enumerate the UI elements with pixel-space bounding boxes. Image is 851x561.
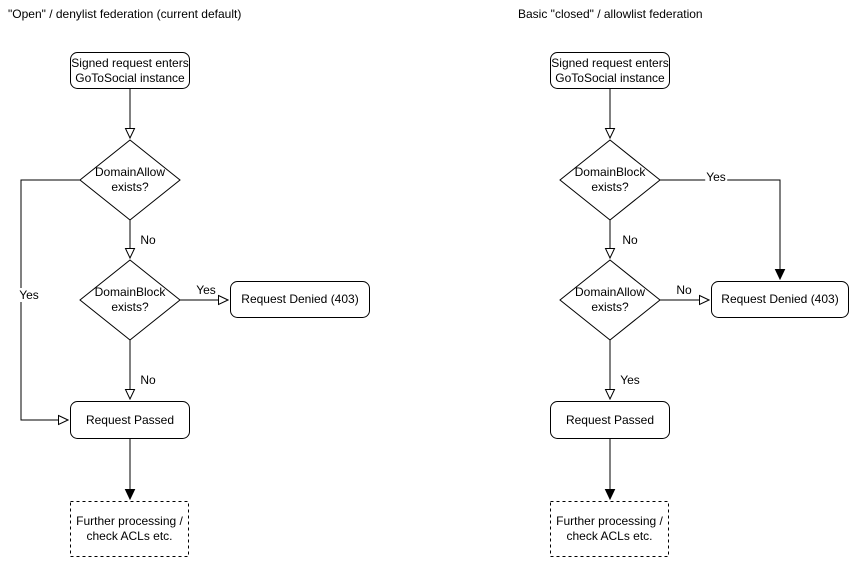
left-domainallow-diamond [79, 139, 181, 221]
right-denied-box [711, 281, 849, 318]
right-domainblock-diamond [559, 139, 661, 221]
right-further-box [550, 501, 669, 557]
left-arrow-domainallow-yes [20, 179, 80, 420]
left-domainblock-diamond [79, 259, 181, 341]
left-start-box [70, 52, 190, 89]
left-passed-box [70, 401, 190, 439]
right-start-box [550, 52, 670, 89]
right-domainallow-diamond [559, 259, 661, 341]
left-diagram-title: "Open" / denylist federation (current de… [8, 7, 242, 21]
left-denied-box [230, 281, 370, 318]
right-arrow-domainblock-yes [660, 179, 780, 279]
right-diagram-title: Basic "closed" / allowlist federation [518, 7, 703, 21]
left-further-box [70, 501, 189, 557]
right-passed-box [550, 401, 670, 439]
